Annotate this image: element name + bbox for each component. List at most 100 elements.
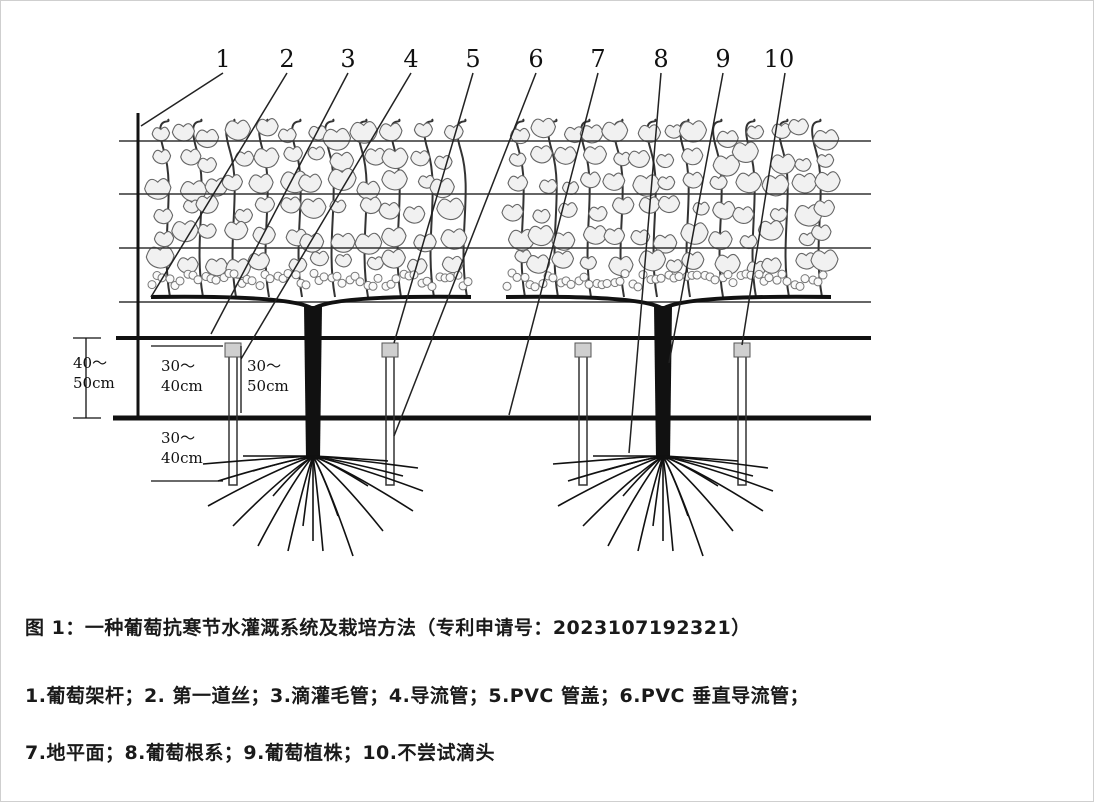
root (312, 455, 354, 557)
grape-berry (584, 279, 594, 289)
root (607, 455, 664, 547)
grape-berry (615, 276, 625, 286)
grape-leaf (761, 257, 782, 274)
grape-leaf (814, 171, 841, 193)
root (662, 455, 764, 512)
grape-berry (373, 273, 383, 283)
grape-leaf (588, 206, 608, 222)
grape-berry (772, 275, 782, 285)
grape-berry (728, 278, 738, 288)
grape-leaf (501, 203, 524, 222)
callout-leader-line (240, 72, 412, 360)
root (557, 455, 664, 507)
grape-leaf (794, 157, 812, 172)
vine-cane (547, 118, 559, 298)
callout-leader-line (628, 72, 662, 454)
grape-leaf (378, 122, 403, 142)
callout-leader-line (508, 72, 599, 416)
grape-berry (710, 275, 720, 285)
grape-berry (247, 276, 257, 286)
root (622, 455, 664, 497)
grape-leaf (812, 129, 840, 151)
grape-berry (265, 274, 275, 284)
grape-leaf (171, 123, 196, 142)
grape-leaf (288, 257, 308, 273)
grape-berry (427, 282, 437, 292)
grape-leaf (716, 130, 739, 149)
grape-leaf (152, 149, 172, 165)
grape-leaf (665, 259, 683, 273)
root (207, 455, 314, 507)
grape-leaf (349, 121, 378, 144)
grape-leaf (527, 224, 555, 247)
grape-leaf (247, 252, 271, 271)
grape-leaf (298, 173, 323, 193)
root (662, 455, 674, 552)
root (272, 455, 314, 497)
vine-cane (679, 118, 691, 298)
grape-leaf (561, 181, 580, 195)
callout-number: 5 (465, 45, 480, 73)
dimension-label-upper-middle: 30～ (247, 357, 281, 375)
grape-leaf (180, 148, 202, 166)
callout-number: 7 (590, 45, 605, 73)
callout-leader-line (393, 72, 474, 344)
grape-leaf (441, 255, 464, 274)
grape-berry (319, 272, 329, 282)
grape-leaf (791, 172, 818, 194)
grape-leaf (680, 222, 709, 245)
callout-number: 3 (340, 45, 355, 73)
grape-leaf (429, 177, 455, 199)
grape-leaf (151, 126, 171, 142)
grape-leaf (638, 249, 667, 272)
grape-leaf (611, 196, 635, 215)
grape-leaf (530, 117, 557, 139)
grape-leaf (280, 196, 302, 214)
root (312, 455, 384, 532)
figure-caption-title: 图 1：一种葡萄抗寒节水灌溉系统及栽培方法（专利申请号：202310719232… (25, 617, 751, 639)
grape-leaf (530, 145, 553, 164)
grape-leaf (410, 150, 431, 167)
callout-leader-line (741, 72, 786, 346)
grape-leaf (757, 220, 784, 241)
grape-leaf (359, 196, 382, 215)
grape-leaf (309, 250, 330, 267)
grape-foliage (144, 117, 841, 298)
pvc-pipe-cap (574, 342, 592, 358)
grape-leaf (381, 169, 408, 191)
grape-berry (502, 281, 512, 291)
grape-leaf (682, 171, 704, 189)
grape-leaf (657, 195, 681, 214)
grape-leaf (735, 171, 763, 194)
root (312, 455, 414, 512)
grape-berry (633, 282, 643, 292)
grape-berry (255, 281, 265, 291)
grape-berry (754, 269, 764, 279)
grape-berry (620, 269, 630, 279)
vine-cane (580, 118, 592, 298)
grape-leaf (787, 118, 810, 136)
grape-leaf (508, 152, 527, 167)
vine-cane (456, 118, 468, 298)
grape-leaf (678, 120, 708, 143)
figure-legend-line-2: 7.地平面；8.葡萄根系；9.葡萄植株；10.不尝试滴头 (25, 742, 495, 764)
grape-berry (332, 271, 342, 281)
grape-berry (777, 269, 787, 279)
grape-leaf (655, 153, 675, 169)
grape-leaf (307, 146, 326, 161)
grape-leaf (579, 256, 598, 271)
root (287, 455, 314, 552)
grape-berry (638, 270, 648, 280)
grape-leaf (322, 127, 352, 151)
grape-leaf (378, 202, 401, 220)
grape-leaf (813, 199, 836, 218)
grape-leaf (657, 175, 676, 191)
vine-trunk (654, 306, 672, 459)
grape-leaf (712, 154, 741, 177)
grape-leaf (254, 196, 276, 214)
grape-leaf (582, 225, 608, 245)
grape-leaf (538, 178, 558, 194)
root (257, 455, 314, 547)
grape-leaf (810, 224, 832, 241)
grape-leaf (299, 197, 327, 219)
